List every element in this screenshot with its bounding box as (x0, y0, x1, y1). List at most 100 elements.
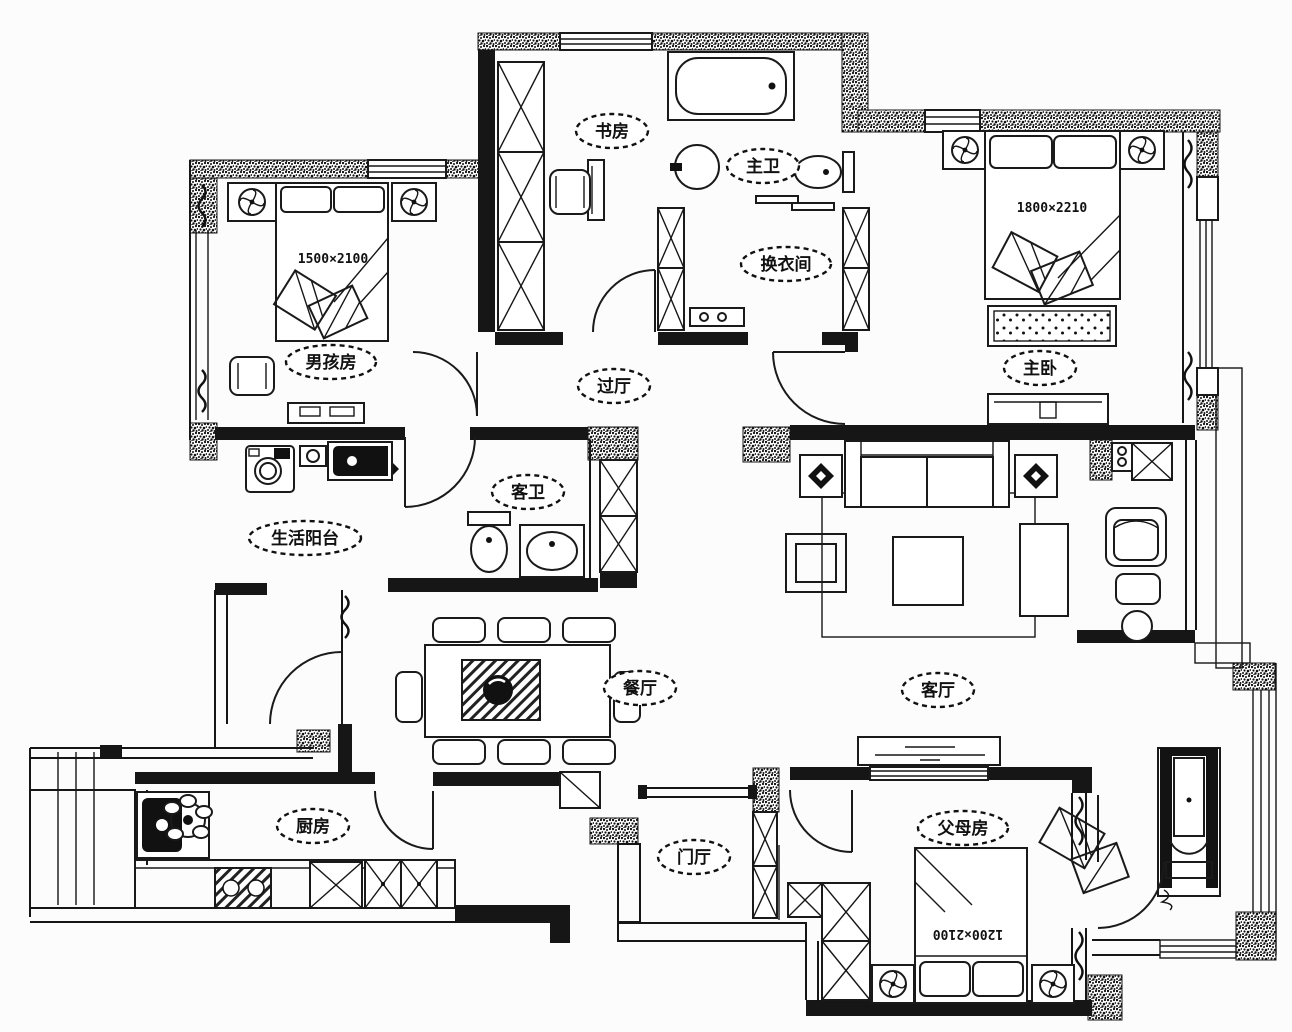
foyer-fixtures (559, 771, 778, 919)
door-guest-bath (404, 436, 476, 508)
doors (269, 269, 1165, 929)
door-parents-balcony (1097, 795, 1165, 929)
coffee-table (892, 536, 964, 606)
nightstand (1031, 964, 1075, 1004)
fridge (364, 859, 438, 909)
exterior-walls (189, 32, 1277, 1021)
closet-cabinets (657, 207, 870, 331)
bed-dimension-master: 1800×2210 (1017, 201, 1088, 216)
master-bed (984, 130, 1121, 306)
nightstand (227, 182, 277, 222)
room-label-boys-room: 男孩房 (284, 343, 378, 381)
svg-text:餐厅: 餐厅 (623, 678, 657, 698)
bed-dimension-parents: 1200×2100 (933, 926, 1004, 941)
room-labels: 书房 主卫 换衣间 主卧 男孩房 过厅 客卫 生活阳台 餐厅 客厅 厨房 门厅 … (247, 112, 1078, 876)
armchair (1105, 507, 1167, 567)
master-bedroom-furniture (942, 130, 1165, 425)
nightstand (942, 130, 988, 170)
room-label-master-bedroom: 主卧 (1002, 349, 1078, 387)
tv-stand (987, 393, 1109, 425)
window-boys-top (367, 159, 447, 179)
svg-text:客卫: 客卫 (510, 482, 545, 502)
windows (367, 32, 1219, 781)
wardrobe (787, 882, 871, 1001)
insulation-marks (197, 139, 1193, 981)
window-master-top (924, 109, 981, 133)
dining-chair (432, 739, 486, 765)
room-label-hallway: 过厅 (576, 367, 652, 405)
dining-chair (497, 739, 551, 765)
door-study (592, 269, 656, 333)
svg-text:父母房: 父母房 (937, 818, 989, 838)
room-label-walkin-closet: 换衣间 (739, 245, 833, 283)
side-table (1014, 454, 1058, 498)
svg-text:过厅: 过厅 (597, 377, 631, 396)
room-label-guest-bath: 客卫 (490, 473, 566, 511)
door-kitchen (374, 790, 434, 850)
room-label-study: 书房 (574, 112, 650, 150)
room-label-master-bath: 主卫 (725, 147, 801, 185)
console-table (287, 402, 365, 424)
plant (163, 794, 213, 841)
dining-table (424, 644, 611, 738)
counter (134, 859, 456, 909)
study-furniture (497, 61, 605, 331)
window-study-top (559, 32, 653, 51)
svg-text:生活阳台: 生活阳台 (271, 528, 339, 548)
toilet (467, 511, 511, 573)
shoe-cabinet (1131, 442, 1173, 481)
dresser (689, 307, 745, 327)
balcony-piano (1157, 747, 1221, 911)
bathtub (667, 51, 795, 121)
door-balcony-dining (269, 651, 343, 725)
svg-text:门厅: 门厅 (677, 847, 711, 867)
room-label-service-balcony: 生活阳台 (247, 519, 363, 557)
door-parents-room (789, 789, 853, 853)
boys-room-furniture (227, 182, 437, 424)
nightstand (391, 182, 437, 222)
svg-text:男孩房: 男孩房 (306, 352, 357, 372)
side-table (799, 454, 843, 498)
end-table (785, 533, 847, 593)
service-balcony-fixtures (245, 441, 393, 493)
door-master-bedroom (772, 351, 846, 425)
dining-chair (432, 617, 486, 643)
kitchen-fixtures (134, 791, 456, 909)
chair (549, 169, 591, 215)
storage-column (599, 459, 638, 573)
nightstand (871, 964, 915, 1004)
door-boys-room (412, 351, 478, 417)
bed-dimensions: 1500×2100 1800×2210 1200×2100 (298, 201, 1088, 941)
svg-text:换衣间: 换衣间 (761, 254, 812, 274)
dining-furniture (395, 617, 641, 765)
wardrobe (497, 61, 545, 331)
room-label-parents-room: 父母房 (916, 809, 1010, 847)
stool (1121, 610, 1153, 642)
dining-chair (395, 671, 423, 723)
window-master-right (1196, 176, 1219, 396)
room-label-living-room: 客厅 (900, 671, 976, 709)
tv-cabinet (1019, 523, 1069, 617)
room-label-dining-room: 餐厅 (602, 669, 678, 707)
nightstand (1119, 130, 1165, 170)
master-bath-fixtures (667, 51, 855, 211)
shoe-bench (559, 771, 601, 809)
room-label-foyer: 门厅 (656, 838, 732, 876)
corner-cabinet (1111, 442, 1133, 472)
svg-text:书房: 书房 (595, 121, 629, 141)
sliding-door (755, 195, 835, 211)
svg-text:主卫: 主卫 (746, 156, 780, 176)
stove (214, 867, 272, 909)
window-parents-top (869, 766, 989, 781)
bay-ledge (857, 736, 1001, 766)
desk-chair (229, 356, 275, 396)
dining-chair (497, 617, 551, 643)
washing-machine (245, 445, 295, 493)
dining-chair (562, 739, 616, 765)
hall-cabinet (752, 811, 778, 919)
base-cabinet (309, 861, 363, 909)
cabinet (299, 445, 327, 467)
living-room-furniture (785, 440, 1173, 642)
